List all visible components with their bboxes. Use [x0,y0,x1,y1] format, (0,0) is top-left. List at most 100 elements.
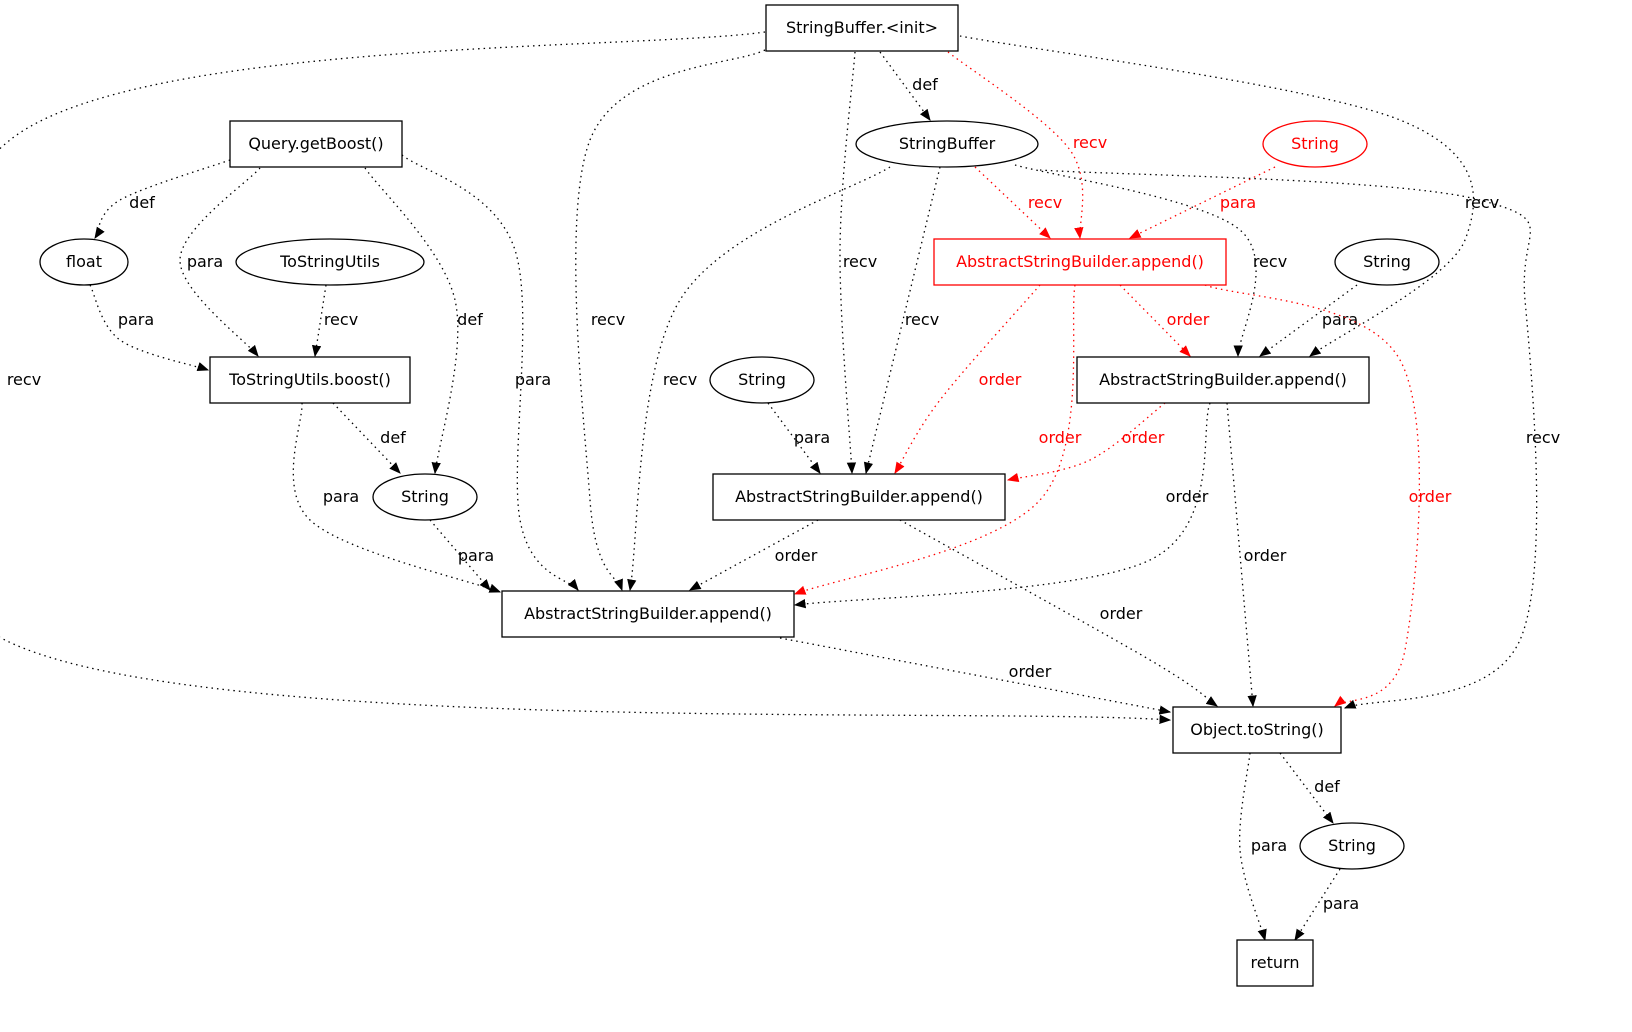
edge-para-n3-n6: para [1128,166,1276,239]
node-label: String [738,370,786,389]
edge-def-n1-n4: def [94,159,231,239]
node-ellipse [1334,238,1440,286]
edge-recv-n5-n8: recv [311,284,358,358]
node-box [1236,939,1314,987]
edge-line [94,159,231,239]
edge-order-n6-n12: order [894,284,1041,474]
node-box-n12[interactable]: AbstractStringBuilder.append() [712,473,1006,521]
node-ellipse [709,356,815,404]
edge-label: order [1166,487,1209,506]
edge-line [779,637,1172,715]
edge-para-n1-n8: para [179,167,261,357]
node-ellipse-n3[interactable]: String [1262,120,1368,168]
node-box-n16[interactable]: return [1236,939,1314,987]
node-box [209,356,411,404]
edge-label: order [1244,546,1287,565]
node-label: AbstractStringBuilder.append() [956,252,1204,271]
edge-line [688,519,819,591]
node-ellipse-n11[interactable]: String [372,473,478,521]
edge-recv-n2-n10: recv [1014,164,1287,358]
edge-para-n7-n10: para [1259,284,1358,357]
node-label: String [401,487,449,506]
node-box [712,473,1006,521]
node-ellipse-n5[interactable]: ToStringUtils [235,238,425,286]
node-box-n10[interactable]: AbstractStringBuilder.append() [1076,356,1370,404]
edge-line [1039,169,1538,709]
edge-line [1119,284,1191,357]
edge-label: para [1323,894,1359,913]
node-label: Object.toString() [1190,720,1324,739]
edge-recv-n0-n12: recv [839,51,877,475]
edge-label: para [118,310,154,329]
edge-line [947,51,1084,240]
edge-label: def [457,310,483,329]
edge-line [1006,402,1166,483]
node-label: StringBuffer.<init> [786,18,938,37]
node-label: String [1363,252,1411,271]
edge-label: def [380,428,406,447]
edge-order-n10-n12: order [1006,402,1166,483]
edge-label: recv [1465,193,1499,212]
edge-order-n10-n13: order [793,402,1211,609]
node-label: StringBuffer [899,134,996,153]
node-ellipse [1262,120,1368,168]
edge-line [575,49,766,592]
edge-label: para [458,546,494,565]
edge-label: order [979,370,1022,389]
node-ellipse-n9[interactable]: String [709,356,815,404]
edge-label: para [1220,193,1256,212]
edge-label: order [1122,428,1165,447]
node-box-n14[interactable]: Object.toString() [1172,706,1342,754]
edge-label: def [912,75,938,94]
edge-para-n9-n12: para [767,402,830,474]
node-box [229,120,403,168]
node-label: String [1328,836,1376,855]
node-label: float [66,252,102,271]
node-box-n0[interactable]: StringBuffer.<init> [765,4,959,52]
edge-line [1259,284,1358,357]
edge-recv-n2-n14: recv [1039,169,1560,709]
edge-line [311,284,327,358]
edge-def-n0-n2: def [879,51,938,121]
node-ellipse-n4[interactable]: float [39,238,129,286]
node-box-n13[interactable]: AbstractStringBuilder.append() [501,590,795,638]
edge-recv-n2-n12: recv [863,166,941,475]
edge-line [292,402,502,593]
node-label: Query.getBoost() [248,134,383,153]
edge-line [839,51,857,475]
edge-recv-n0-n6: recv [947,51,1107,240]
edge-label: para [794,428,830,447]
node-box [501,590,795,638]
node-box-n8[interactable]: ToStringUtils.boost() [209,356,411,404]
edge-label: order [1100,604,1143,623]
node-ellipse-n2[interactable]: StringBuffer [855,120,1039,168]
edge-label: para [323,487,359,506]
edge-line [767,402,821,474]
node-ellipse [372,473,478,521]
edge-recv-n2-n6: recv [974,166,1062,239]
edge-def-n14-n15: def [1279,752,1340,824]
edge-recv-n0-n10: recv [959,35,1499,357]
node-box [1076,356,1370,404]
node-ellipse-n15[interactable]: String [1299,822,1405,870]
node-box-n1[interactable]: Query.getBoost() [229,120,403,168]
edge-para-n1-n13: para [401,154,579,591]
edge-line [1204,284,1421,707]
edge-order-n10-n14: order [1226,402,1287,708]
node-box-n6[interactable]: AbstractStringBuilder.append() [933,238,1227,286]
node-label: ToStringUtils.boost() [228,370,391,389]
edge-label: recv [1526,428,1560,447]
edge-para-n8-n13: para [292,402,502,593]
edge-label: order [1039,428,1082,447]
edge-line [974,166,1051,239]
edge-line [1238,752,1267,942]
edge-label: recv [1073,133,1107,152]
edge-label: def [1314,777,1340,796]
edge-label: recv [7,370,41,389]
edge-line [364,167,459,475]
node-ellipse-n7[interactable]: String [1334,238,1440,286]
edge-recv-n0-n13: recv [575,49,766,592]
node-label: AbstractStringBuilder.append() [524,604,772,623]
